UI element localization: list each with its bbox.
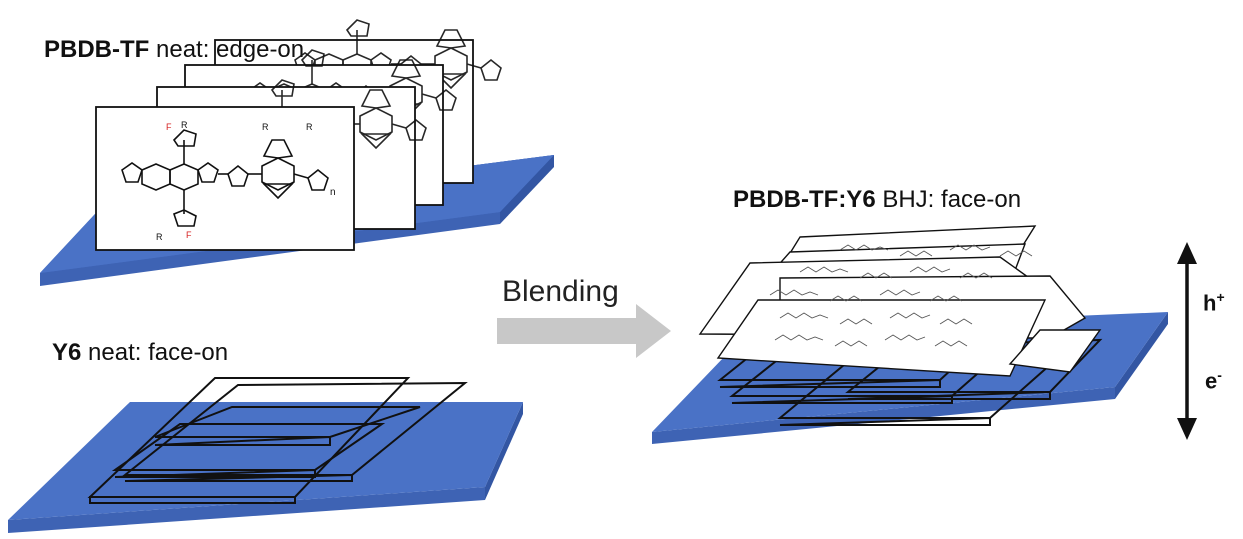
pbdb-tf-name: PBDB-TF xyxy=(44,36,150,63)
y6-sheet-2 xyxy=(122,381,468,476)
bhj-orientation: BHJ: face-on xyxy=(882,186,1022,213)
pbdb-tf-neat-label: PBDB-TF neat: edge-on xyxy=(44,38,304,62)
y6-name: Y6 xyxy=(52,339,82,366)
molecule-subscript-n: n xyxy=(330,187,336,198)
substrate-bottom-left xyxy=(8,402,523,520)
hole-label: h+ xyxy=(1203,290,1225,314)
bhj-blend-name: PBDB-TF:Y6 xyxy=(733,186,876,213)
y6-sheet-4 xyxy=(111,423,386,471)
molecule-fluorine-top: F xyxy=(166,122,172,132)
molecule-r-top: R xyxy=(181,120,188,130)
hole-symbol: h xyxy=(1203,290,1217,316)
molecule-r-acceptor-left: R xyxy=(262,122,269,132)
y6-orientation: neat: face-on xyxy=(88,339,229,366)
electron-charge: - xyxy=(1217,367,1222,383)
charge-transport-arrow xyxy=(1177,242,1197,440)
blending-arrow xyxy=(497,304,671,358)
bhj-polymer-sheet-flap xyxy=(1008,329,1102,373)
edge-on-sheet-front xyxy=(95,106,355,251)
molecule-fluorine-bottom: F xyxy=(186,230,192,240)
right-block-arrow-icon xyxy=(497,304,671,358)
y6-neat-label: Y6 neat: face-on xyxy=(52,341,228,365)
blending-label: Blending xyxy=(502,275,619,308)
bhj-stack xyxy=(652,225,1168,444)
electron-label: e- xyxy=(1205,368,1222,392)
bhj-label: PBDB-TF:Y6 BHJ: face-on xyxy=(733,188,1021,212)
pbdb-tf-orientation: neat: edge-on xyxy=(156,36,305,63)
pbdb-tf-neat-stack: F R R F n R R xyxy=(40,19,554,286)
hole-charge: + xyxy=(1216,289,1225,305)
y6-sheet-3 xyxy=(154,406,421,438)
molecule-r-acceptor-right: R xyxy=(306,122,313,132)
electron-symbol: e xyxy=(1205,368,1218,394)
molecule-r-bottom: R xyxy=(156,232,163,242)
y6-neat-stack xyxy=(8,377,523,533)
